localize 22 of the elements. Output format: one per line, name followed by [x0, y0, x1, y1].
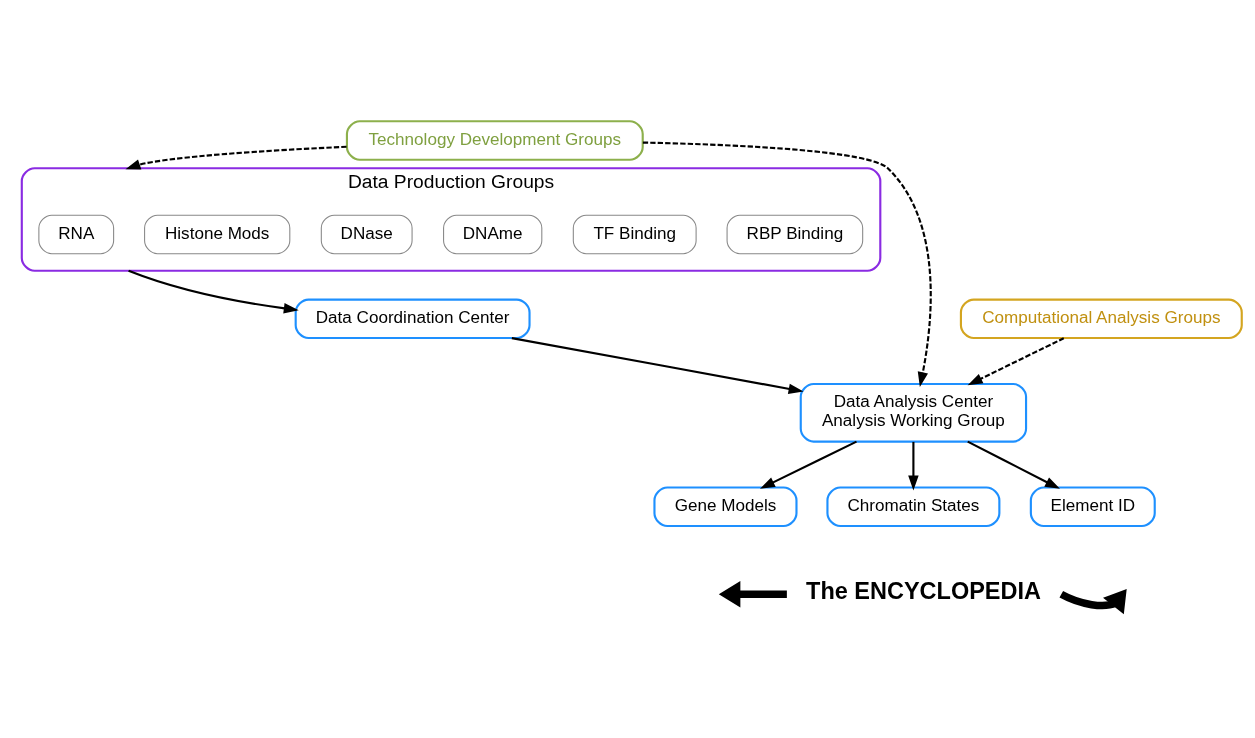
node-box: RBP Binding: [726, 214, 864, 255]
arrow: [908, 441, 919, 491]
arrow: [759, 440, 857, 489]
arrow: [967, 337, 1065, 386]
node-box: Histone Mods: [144, 214, 291, 255]
node-text: The ENCYCLOPEDIA: [806, 578, 1041, 605]
node-box: Computational Analysis Groups: [959, 298, 1243, 340]
node-box: Chromatin States: [826, 486, 1001, 528]
node-box: DNAme: [443, 214, 543, 255]
node-box: DNase: [320, 214, 413, 255]
node-box: Data Analysis Center Analysis Working Group: [799, 382, 1028, 443]
node-box: Element ID: [1029, 486, 1156, 528]
arrow: [642, 141, 932, 388]
arrow: [511, 337, 804, 395]
node-box: RNA: [38, 214, 115, 255]
node-box: Gene Models: [653, 486, 798, 528]
node-box: TF Binding: [572, 214, 697, 255]
arrow: [125, 145, 347, 170]
arrow: [128, 269, 299, 314]
node-box: Technology Development Groups: [345, 120, 644, 161]
node-box: Data Coordination Center: [294, 298, 531, 340]
arrow: [967, 440, 1060, 489]
